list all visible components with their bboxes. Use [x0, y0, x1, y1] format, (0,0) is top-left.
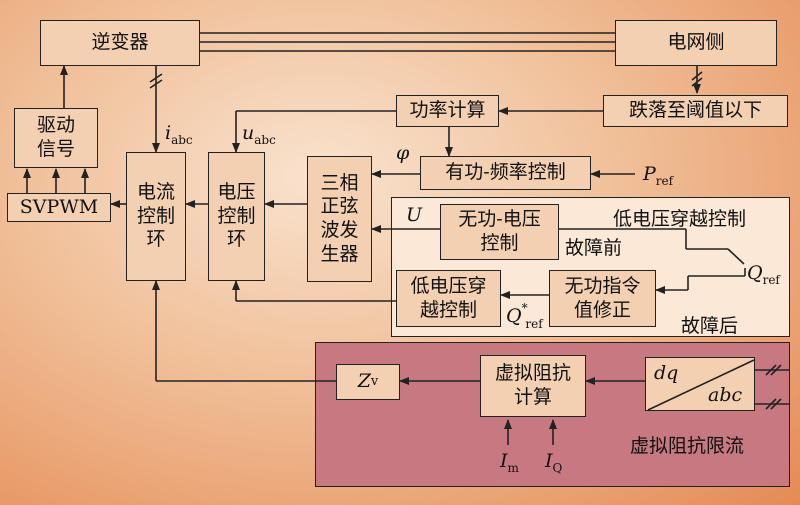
grid-side-block: 电网侧 — [615, 20, 777, 66]
phi-label: φ — [396, 142, 410, 164]
lvrt-control-block: 低电压穿 越控制 — [396, 270, 501, 327]
q-ref-star-label: Q * ref — [506, 301, 543, 331]
abc-label: abc — [708, 384, 743, 406]
inverter-block: 逆变器 — [40, 20, 200, 66]
i-m-symbol: I — [500, 450, 508, 472]
i-q-sub: Q — [552, 460, 563, 475]
i-q-label: IQ — [545, 450, 562, 475]
virtual-impedance-calc-block: 虚拟阻抗 计算 — [480, 355, 586, 417]
p-ref-label: Pref — [643, 163, 673, 188]
transform-diagonal — [647, 359, 755, 411]
u-abc-symbol: u — [242, 122, 255, 144]
i-m-sub: m — [507, 460, 519, 475]
svpwm-block: SVPWM — [7, 193, 111, 222]
i-m-label: Im — [500, 450, 519, 475]
q-ref-label: Qref — [747, 262, 780, 287]
reactive-cmd-correction-block: 无功指令 值修正 — [549, 270, 656, 327]
q-ref-star-sub: ref — [525, 317, 543, 331]
u-abc-sub: abc — [254, 132, 276, 147]
power-calc-block: 功率计算 — [396, 95, 499, 127]
active-freq-control-block: 有功-频率控制 — [420, 156, 591, 190]
q-ref-sub: ref — [762, 272, 780, 287]
before-fault-label: 故障前 — [565, 237, 623, 259]
zv-symbol: Z — [357, 370, 371, 393]
q-ref-star-symbol: Q — [506, 305, 522, 327]
q-ref-symbol: Q — [747, 262, 763, 284]
after-fault-label: 故障后 — [681, 315, 739, 337]
reactive-voltage-control-block: 无功-电压 控制 — [440, 204, 559, 260]
i-abc-label: iabc — [165, 122, 193, 147]
dq-label: dq — [654, 362, 679, 384]
u-label: U — [406, 204, 423, 226]
dq-abc-transform-block: dq abc — [645, 357, 755, 411]
lvrt-title: 低电压穿越控制 — [613, 208, 747, 230]
i-abc-symbol: i — [165, 122, 172, 144]
i-abc-sub: abc — [171, 132, 193, 147]
drive-signal-block: 驱动 信号 — [14, 108, 98, 168]
zv-sub: v — [370, 373, 379, 389]
voltage-loop-block: 电压 控制 环 — [208, 152, 265, 281]
u-abc-label: uabc — [242, 122, 276, 147]
q-ref-star-sup: * — [521, 301, 528, 315]
sine-generator-block: 三相 正弦 波发 生器 — [307, 156, 372, 282]
current-loop-block: 电流 控制 环 — [126, 152, 186, 281]
p-ref-symbol: P — [643, 163, 656, 185]
virtual-impedance-limit-label: 虚拟阻抗限流 — [630, 435, 745, 457]
i-q-symbol: I — [545, 450, 553, 472]
p-ref-sub: ref — [655, 173, 674, 188]
drop-threshold-block: 跌落至阈值以下 — [603, 95, 788, 127]
